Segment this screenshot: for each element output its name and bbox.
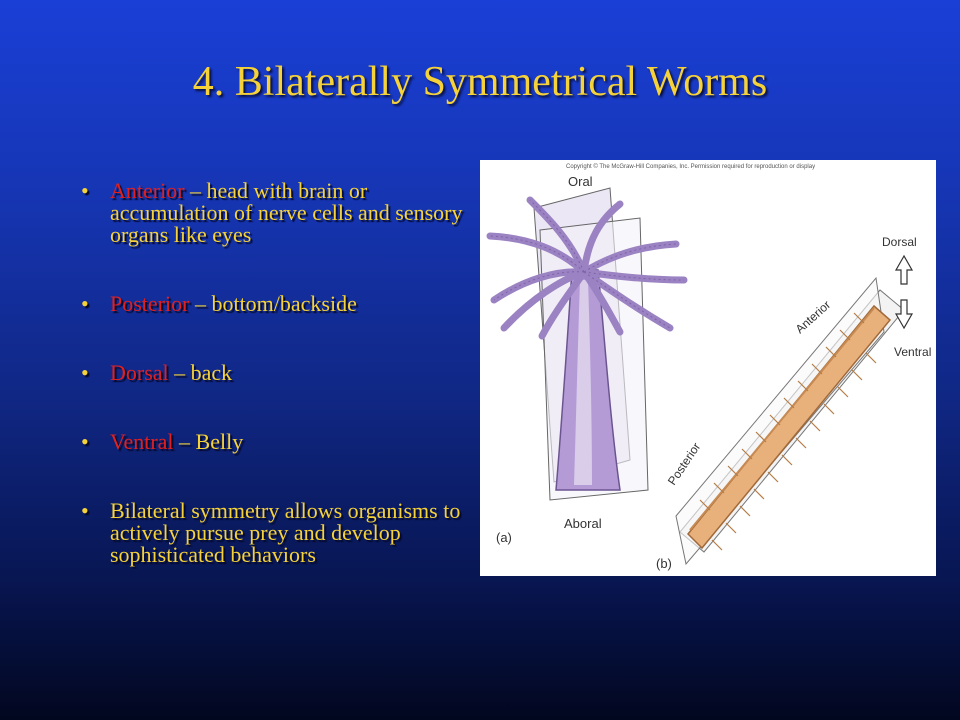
bullet-text: – bottom/backside <box>189 291 357 316</box>
bullet-item-dorsal: • Dorsal – back <box>78 362 470 384</box>
bullet-dot: • <box>81 178 89 203</box>
bullet-text: – Belly <box>173 429 244 454</box>
dorsal-arrow-icon <box>894 254 914 285</box>
worm-body <box>686 304 892 550</box>
symmetry-illustration: Copyright © The McGraw-Hill Companies, I… <box>486 163 931 571</box>
oral-label: Oral <box>568 174 593 189</box>
bullet-term: Anterior <box>110 178 185 203</box>
aboral-label: Aboral <box>564 516 602 531</box>
ventral-arrow-icon <box>894 299 914 330</box>
bullet-dot: • <box>81 429 89 454</box>
bullet-term: Ventral <box>110 429 174 454</box>
tentacle-spines <box>489 199 685 329</box>
bullet-list: • Anterior – head with brain or accumulat… <box>78 180 470 613</box>
bullet-text: Bilateral symmetry allows organisms to a… <box>110 498 461 567</box>
bullet-item-bilateral: • Bilateral symmetry allows organisms to … <box>78 500 470 566</box>
bullet-item-ventral: • Ventral – Belly <box>78 431 470 453</box>
figure-b-label: (b) <box>656 556 672 571</box>
radial-body-highlight <box>574 280 592 485</box>
bullet-item-posterior: • Posterior – bottom/backside <box>78 293 470 315</box>
worm-bristles <box>699 312 877 551</box>
figure-a-label: (a) <box>496 530 512 545</box>
bullet-dot: • <box>81 291 89 316</box>
ventral-label: Ventral <box>894 345 931 359</box>
bullet-text: – head with brain or accumulation of ner… <box>110 178 463 247</box>
bullet-dot: • <box>81 360 89 385</box>
dorsal-label: Dorsal <box>882 235 917 249</box>
bullet-term: Dorsal <box>110 360 169 385</box>
slide-title: 4. Bilaterally Symmetrical Worms <box>192 59 768 105</box>
bullet-item-anterior: • Anterior – head with brain or accumulat… <box>78 180 470 246</box>
copyright-text: Copyright © The McGraw-Hill Companies, I… <box>566 163 815 170</box>
anterior-label: Anterior <box>793 298 834 337</box>
worm-midline <box>689 307 875 531</box>
bullet-dot: • <box>81 498 89 523</box>
posterior-label: Posterior <box>665 440 703 488</box>
bullet-text: – back <box>168 360 233 385</box>
bullet-term: Posterior <box>110 291 190 316</box>
symmetry-figure: Copyright © The McGraw-Hill Companies, I… <box>480 160 936 576</box>
